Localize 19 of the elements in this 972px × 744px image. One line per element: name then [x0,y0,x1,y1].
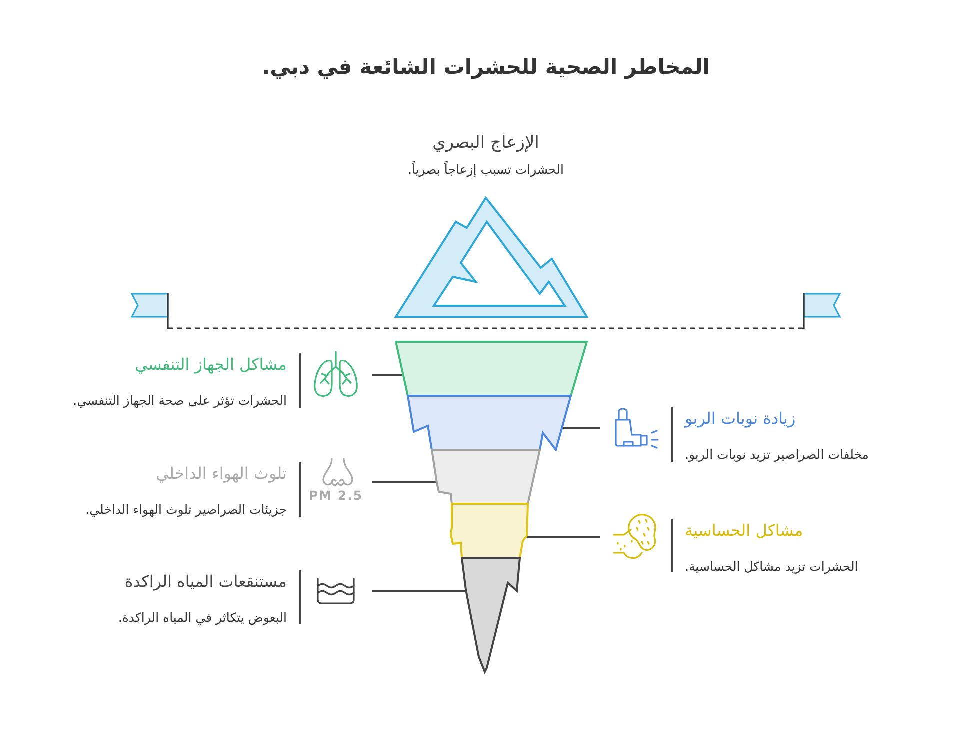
description-text: الحشرات تسبب إزعاجاً بصرياً. [408,161,564,179]
description-text: الحشرات تؤثر على صحة الجهاز التنفسي. [73,392,287,410]
description-text: مخلفات الصراصير تزيد نوبات الربو. [685,446,869,464]
leader-line [562,427,600,429]
title: المخاطر الصحية للحشرات الشائعة في دبي. [262,54,710,82]
description-text: البعوض يتكاثر في المياه الراكدة. [118,609,287,627]
heading-text: زيادة نوبات الربو [685,408,796,430]
heading-text: مستنقعات المياه الراكدة [124,571,287,593]
heading-text: تلوث الهواء الداخلي [156,463,287,485]
icon-label: PM 2.5 [308,487,364,505]
heading-text: مشاكل الحساسية [685,520,804,542]
description-text: الحشرات تزيد مشاكل الحساسية. [685,558,858,576]
heading-text: الإزعاج البصري [432,132,540,154]
leader-line [372,590,466,592]
leader-line [372,374,404,376]
heading-text: مشاكل الجهاز التنفسي [135,354,287,376]
leader-line [526,536,600,538]
description-text: جزيئات الصراصير تلوث الهواء الداخلي. [86,501,287,519]
leader-line [372,481,437,483]
